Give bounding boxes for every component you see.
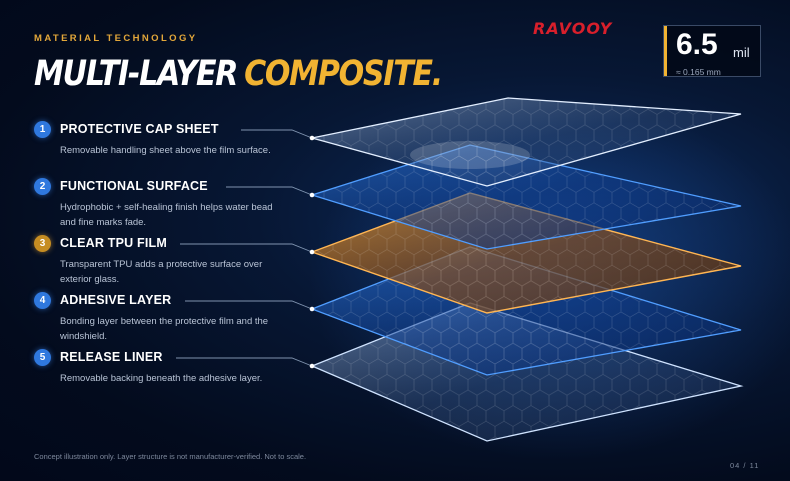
brand-logo: RAVOOY: [533, 19, 613, 38]
spec-conversion: ≈ 0.165 mm: [676, 67, 721, 77]
eyebrow-label: MATERIAL TECHNOLOGY: [34, 33, 198, 44]
layer-title: PROTECTIVE CAP SHEET: [60, 122, 219, 136]
layer-title: FUNCTIONAL SURFACE: [60, 179, 208, 193]
layer-description: Bonding layer between the protective fil…: [60, 316, 269, 342]
spec-accent-bar: [664, 26, 667, 76]
disclaimer-footnote: Concept illustration only. Layer structu…: [34, 452, 307, 461]
leader-lines: [176, 129, 313, 367]
layer-number-badge: 3: [34, 235, 51, 252]
layer-title: RELEASE LINER: [60, 350, 163, 364]
layer-number-badge: 2: [34, 178, 51, 195]
layer-title: CLEAR TPU FILM: [60, 236, 167, 250]
layer-description: Transparent TPU adds a protective surfac…: [60, 259, 263, 285]
title-part-1: MULTI-LAYER: [34, 54, 238, 94]
layer-number-badge: 5: [34, 349, 51, 366]
thickness-spec-box: 6.5 mil ≈ 0.165 mm: [663, 25, 761, 77]
spec-value: 6.5: [676, 28, 718, 61]
title-part-2: COMPOSITE.: [244, 54, 443, 94]
leader-dots: [309, 135, 315, 369]
layer-1-cap-sheet: [311, 97, 742, 187]
layer-number-badge: 4: [34, 292, 51, 309]
layer-2-functional-surface-sheet: [309, 144, 742, 250]
layer-description: Hydrophobic + self-healing finish helps …: [60, 202, 273, 228]
page-indicator: 04 / 11: [730, 461, 760, 470]
layer-description: Removable handling sheet above the film …: [60, 145, 271, 156]
spec-unit: mil: [733, 45, 750, 60]
layer-description: Removable backing beneath the adhesive l…: [60, 373, 263, 384]
layer-title: ADHESIVE LAYER: [60, 293, 172, 307]
layer-number-badge: 1: [34, 121, 51, 138]
